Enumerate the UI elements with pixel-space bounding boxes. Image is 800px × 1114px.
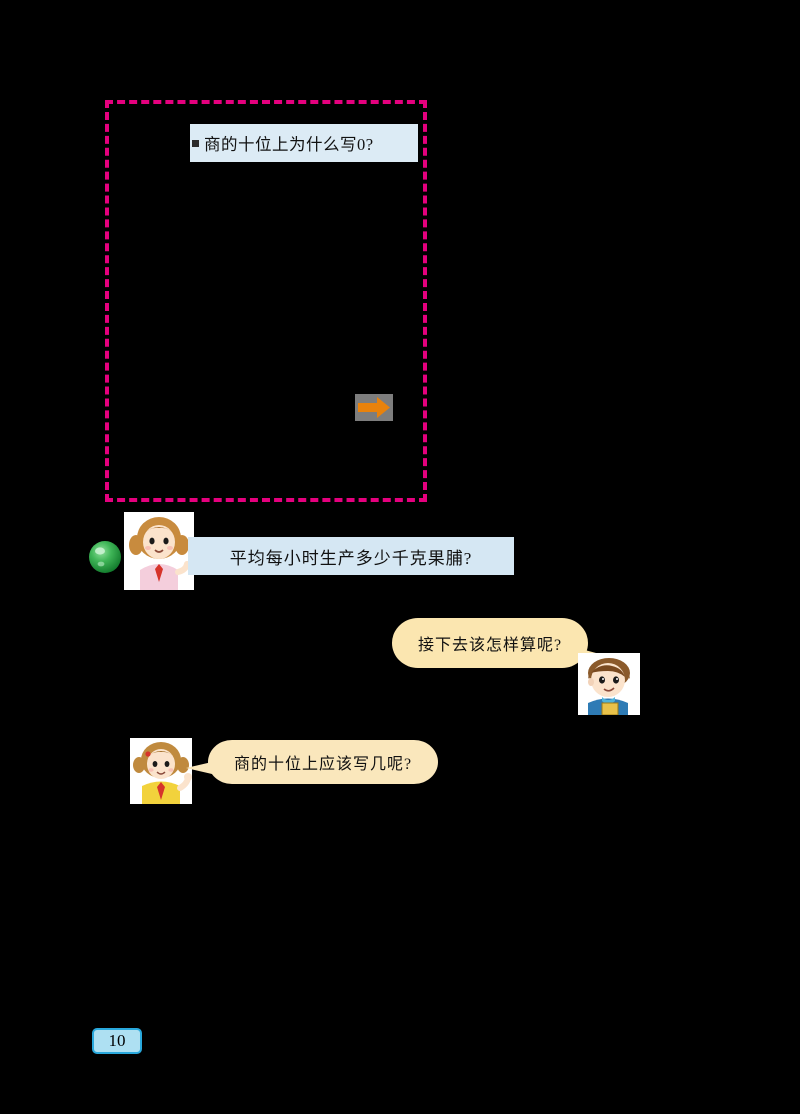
character-girl-in-yellow-top bbox=[130, 738, 192, 804]
bubble-tail-icon bbox=[192, 140, 199, 147]
speech-row-4: 商的十位上应该写几呢? bbox=[130, 738, 450, 818]
speech-bubble-4: 商的十位上应该写几呢? bbox=[208, 740, 438, 784]
page-number-text: 10 bbox=[108, 1031, 126, 1050]
speech-row-2: 平均每小时生产多少千克果脯? bbox=[88, 512, 518, 598]
speech-bubble-1: 商的十位上为什么写0? bbox=[190, 124, 418, 162]
exercise-box bbox=[105, 100, 427, 502]
bubble-tail-left-icon bbox=[186, 762, 212, 774]
character-girl-with-pigtails bbox=[124, 512, 194, 590]
speech-bubble-3: 接下去该怎样算呢? bbox=[392, 618, 588, 668]
character-boy-with-brown-hair bbox=[578, 653, 640, 716]
speech-bubble-2: 平均每小时生产多少千克果脯? bbox=[188, 537, 514, 575]
speech-bubble-1-text: 商的十位上为什么写0? bbox=[204, 135, 374, 154]
speech-bubble-4-text: 商的十位上应该写几呢? bbox=[233, 756, 413, 773]
page-number-badge: 10 bbox=[92, 1028, 142, 1054]
speech-bubble-2-text: 平均每小时生产多少千克果脯? bbox=[229, 548, 473, 568]
right-arrow-icon bbox=[355, 394, 393, 421]
green-sphere-icon bbox=[88, 540, 122, 574]
speech-bubble-3-text: 接下去该怎样算呢? bbox=[417, 637, 563, 654]
speech-row-3: 接下去该怎样算呢? bbox=[392, 618, 642, 718]
